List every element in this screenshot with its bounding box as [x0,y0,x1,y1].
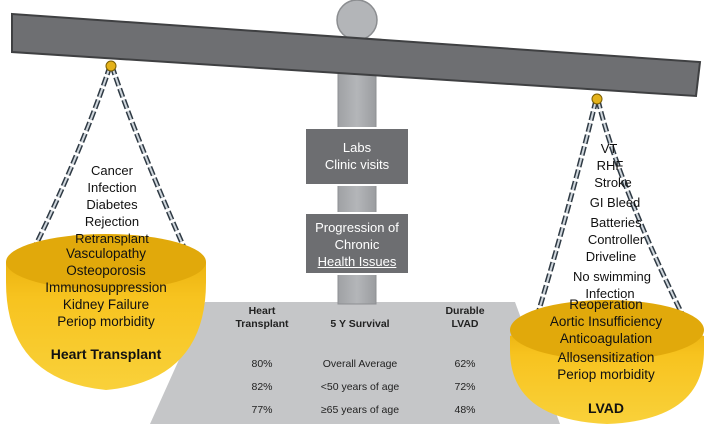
right-pan-title: LVAD [587,400,625,416]
list-item: No swimming [572,269,651,284]
list-item: Diabetes [86,197,138,212]
labs-text: Labs Clinic visits [324,140,390,172]
table-row-2-transplant: 77% [251,404,273,416]
left-pan [6,234,206,390]
header-5y-survival: 5 Y Survival [330,318,390,330]
header-heart-transplant: Heart Transplant [235,305,289,330]
list-item: Controller [587,232,645,247]
table-row-0-transplant: 80% [251,358,273,370]
list-item: Anticoagulation [559,331,653,346]
scale-beam [11,12,702,98]
progression-text: Progression of Chronic Health Issues [315,220,399,269]
list-item: Infection [585,286,635,301]
table-row-1-transplant: 82% [251,381,273,393]
list-item: Cancer [91,163,133,178]
list-item: GI Bleed [589,195,641,210]
list-item: Periop morbidity [57,314,155,329]
list-item: Reoperation [569,297,643,312]
progression-box [304,212,410,275]
list-item: VT [600,141,618,156]
list-item: Rejection [84,214,140,229]
list-item: Allosensitization [557,350,655,365]
table-row-1-label: <50 years of age [320,381,400,393]
table-row-0-lvad: 62% [454,358,476,370]
table-row-0-label: Overall Average [322,358,398,370]
list-item: Batteries [590,215,642,230]
right-pan [510,300,704,424]
list-item: RHF [596,158,624,173]
list-item: Driveline [585,249,637,264]
left-above-list: Cancer Infection Diabetes Rejection Retr… [64,162,160,247]
left-pan-list: Vasculopathy Osteoporosis Immunosuppress… [16,245,196,330]
list-item: Retransplant [75,231,149,246]
table-row-2-label: ≥65 years of age [320,404,400,416]
left-pan-title: Heart Transplant [50,346,162,362]
list-item: Stroke [594,175,632,190]
pivot-knob [336,0,378,41]
labs-box [304,127,410,186]
list-item: Aortic Insufficiency [549,314,663,329]
table-row-2-lvad: 48% [454,404,476,416]
table-row-1-lvad: 72% [454,381,476,393]
list-item: Infection [87,180,137,195]
right-above-list: VT RHF Stroke GI Bleed Batteries Control… [566,140,666,302]
scale-base [150,302,560,424]
list-item: Osteoporosis [66,263,146,278]
list-item: Vasculopathy [65,246,147,261]
header-durable-lvad: Durable LVAD [445,305,485,330]
list-item: Periop morbidity [557,367,655,382]
right-pan-list: Reoperation Aortic Insufficiency Anticoa… [516,296,696,383]
list-item: Kidney Failure [62,297,150,312]
right-chains [533,99,691,328]
list-item: Immunosuppression [45,280,167,295]
